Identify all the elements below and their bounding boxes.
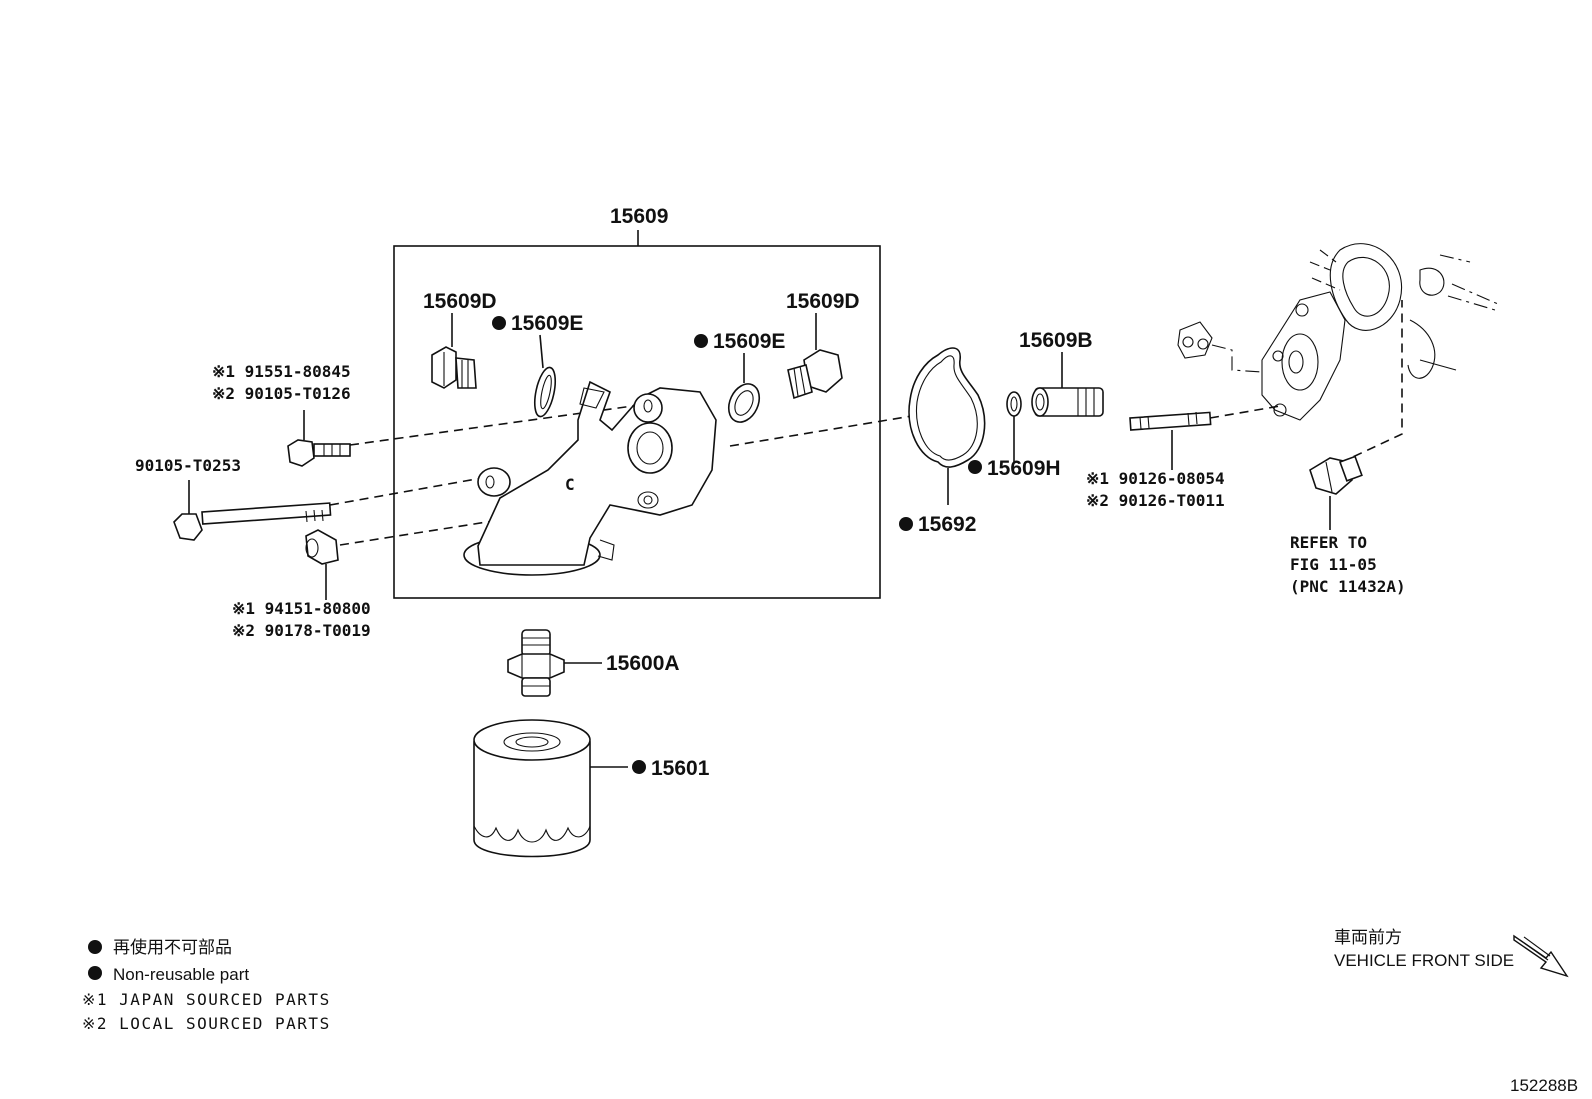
- non-reusable-dot: [492, 316, 506, 330]
- assembly-dashed-lines: [329, 300, 1403, 546]
- leader-15609e-left: [539, 334, 544, 369]
- direction-jp: 車両前方: [1334, 928, 1402, 947]
- bolt-long-pn[interactable]: 90105-T0253: [135, 456, 241, 475]
- plug-15609d-right-part[interactable]: [787, 349, 843, 400]
- bolt-upper-part[interactable]: [287, 439, 351, 467]
- bolt-upper-pn1[interactable]: ※1 91551-80845: [212, 362, 351, 381]
- refer-line2[interactable]: FIG 11-05: [1290, 555, 1377, 574]
- legend-local-sourced: ※2 LOCAL SOURCED PARTS: [82, 1014, 331, 1033]
- union-15609b-part[interactable]: [1031, 387, 1104, 417]
- non-reusable-dot: [899, 517, 913, 531]
- label-15600a[interactable]: 15600A: [606, 652, 680, 675]
- oil-filter-bracket-part[interactable]: C: [463, 380, 717, 576]
- refer-line1[interactable]: REFER TO: [1290, 533, 1367, 552]
- non-reusable-dot: [968, 460, 982, 474]
- legend-jp: 再使用不可部品: [113, 937, 232, 957]
- label-15692[interactable]: 15692: [918, 513, 976, 536]
- legend-dot-en: [88, 966, 102, 980]
- direction-arrow-icon: [1513, 934, 1569, 978]
- legend-dot-jp: [88, 940, 102, 954]
- stud-bolt-part[interactable]: [1129, 411, 1212, 431]
- plug-15609d-left-part[interactable]: [431, 346, 477, 389]
- label-15609h[interactable]: 15609H: [987, 457, 1061, 480]
- bushing-lower-part[interactable]: [305, 529, 339, 565]
- refer-line3[interactable]: (PNC 11432A): [1290, 577, 1406, 596]
- o-ring-15609h-part[interactable]: [1006, 391, 1022, 417]
- oil-filter-15601-part[interactable]: [473, 719, 591, 858]
- legend-en: Non-reusable part: [113, 965, 249, 984]
- non-reusable-dot: [632, 760, 646, 774]
- label-15609d-left[interactable]: 15609D: [423, 290, 497, 313]
- washer-15609e-right-part[interactable]: [723, 379, 765, 427]
- washer-15609e-left-part[interactable]: [531, 366, 559, 419]
- label-15609[interactable]: 15609: [610, 205, 668, 228]
- vehicle-front-indicator: 車両前方 VEHICLE FRONT SIDE: [1334, 928, 1569, 978]
- direction-en: VEHICLE FRONT SIDE: [1334, 951, 1514, 970]
- bolt-long-part[interactable]: [173, 502, 332, 541]
- label-15609b[interactable]: 15609B: [1019, 329, 1093, 352]
- gasket-15692-part[interactable]: [908, 347, 986, 468]
- fitting-15600a-part[interactable]: [507, 629, 565, 697]
- bolt-upper-pn2[interactable]: ※2 90105-T0126: [212, 384, 351, 403]
- legend-japan-sourced: ※1 JAPAN SOURCED PARTS: [82, 990, 331, 1009]
- cast-mark-c: C: [565, 475, 575, 494]
- legend: 再使用不可部品 Non-reusable part ※1 JAPAN SOURC…: [82, 937, 331, 1033]
- bushing-lower-pn1[interactable]: ※1 94151-80800: [232, 599, 371, 618]
- bushing-lower-pn2[interactable]: ※2 90178-T0019: [232, 621, 371, 640]
- engine-block-reference: [1177, 243, 1499, 421]
- non-reusable-dot: [694, 334, 708, 348]
- label-15609e-left[interactable]: 15609E: [511, 312, 583, 335]
- stud-pn2[interactable]: ※2 90126-T0011: [1086, 491, 1225, 510]
- plug-reference-part[interactable]: [1309, 455, 1363, 495]
- label-15609e-right[interactable]: 15609E: [713, 330, 785, 353]
- label-15609d-right[interactable]: 15609D: [786, 290, 860, 313]
- stud-pn1[interactable]: ※1 90126-08054: [1086, 469, 1225, 488]
- label-15601[interactable]: 15601: [651, 757, 710, 780]
- figure-id: 152288B: [1510, 1076, 1578, 1095]
